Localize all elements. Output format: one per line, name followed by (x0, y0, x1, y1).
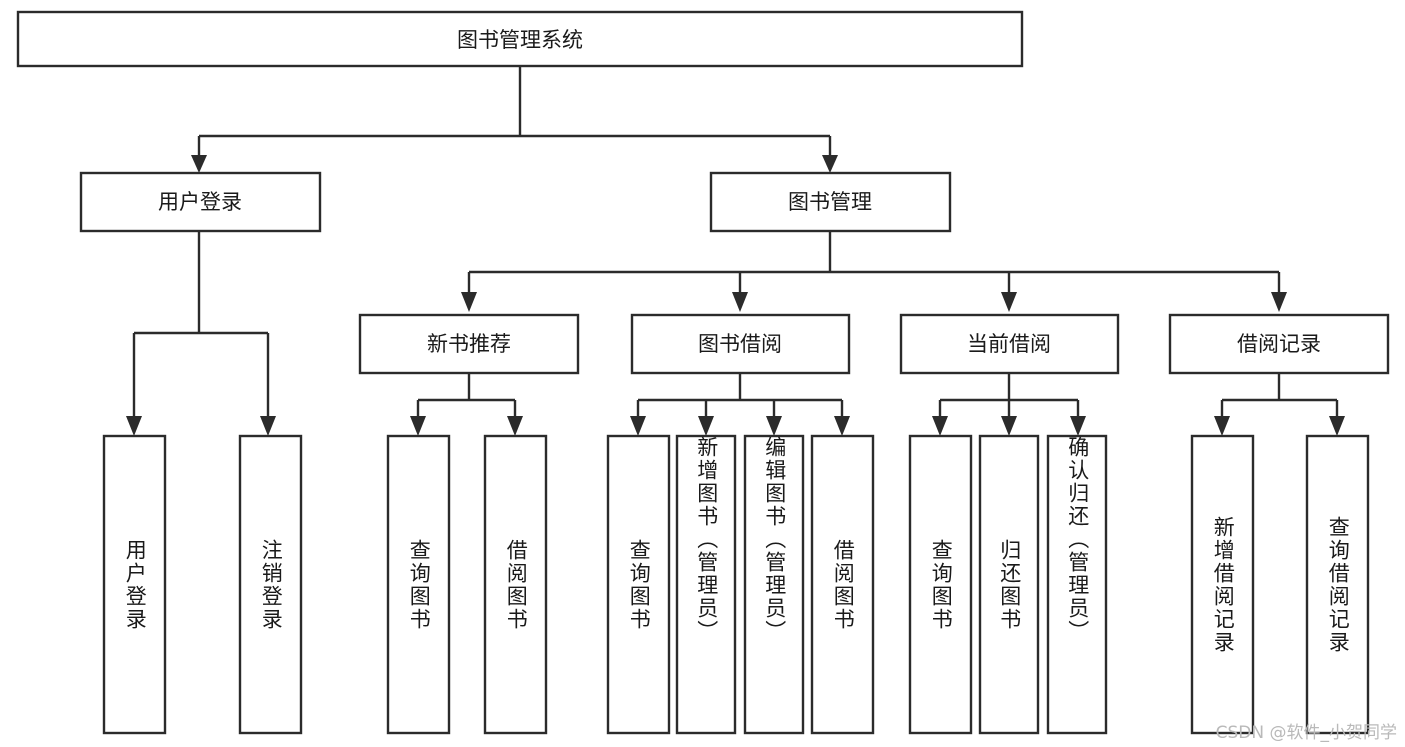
arrow-book-borrow-child-4 (834, 416, 850, 436)
node-new-book-recommend[interactable] (358, 313, 580, 375)
label-root: 图书管理系统 (457, 28, 583, 52)
arrow-to-book-manage (822, 155, 838, 173)
arrow-book-borrow-child-2 (698, 416, 714, 436)
label-user-login: 用户登录 (158, 190, 242, 214)
arrow-to-new-book (461, 292, 477, 312)
arrow-to-borrow-record (1271, 292, 1287, 312)
node-leaf-query-borrow-record[interactable] (1305, 434, 1370, 735)
arrow-user-login-child-1 (126, 416, 142, 436)
node-leaf-add-borrow-record[interactable] (1190, 434, 1255, 735)
node-leaf-borrow-book-1[interactable] (483, 434, 548, 735)
arrow-current-borrow-child-1 (932, 416, 948, 436)
node-book-borrow[interactable] (630, 313, 851, 375)
node-leaf-query-book-2[interactable] (606, 434, 671, 735)
arrow-current-borrow-child-2 (1001, 416, 1017, 436)
arrow-to-book-borrow (732, 292, 748, 312)
label-new-book-recommend: 新书推荐 (427, 332, 511, 356)
node-leaf-confirm-return-admin[interactable] (1046, 434, 1108, 735)
node-current-borrow[interactable] (899, 313, 1120, 375)
label-borrow-record: 借阅记录 (1237, 332, 1321, 356)
arrow-user-login-child-2 (260, 416, 276, 436)
node-borrow-record[interactable] (1168, 313, 1390, 375)
node-root-book-management-system[interactable] (16, 10, 1024, 68)
label-book-management: 图书管理 (788, 190, 872, 214)
node-leaf-borrow-book-2[interactable] (810, 434, 875, 735)
arrow-book-borrow-child-1 (630, 416, 646, 436)
node-leaf-logout[interactable] (238, 434, 303, 735)
node-leaf-return-book[interactable] (978, 434, 1040, 735)
arrow-to-current-borrow (1001, 292, 1017, 312)
label-book-borrow: 图书借阅 (698, 332, 782, 356)
node-leaf-user-login[interactable] (102, 434, 167, 735)
arrow-current-borrow-child-3 (1070, 416, 1086, 436)
connector-layer (126, 66, 1345, 436)
node-user-login[interactable] (79, 171, 322, 233)
node-leaf-query-book-1[interactable] (386, 434, 451, 735)
csdn-watermark: CSDN @软件_小贺同学 (1215, 723, 1397, 743)
arrow-new-book-child-2 (507, 416, 523, 436)
node-layer (16, 10, 1390, 735)
label-current-borrow: 当前借阅 (967, 332, 1051, 356)
arrow-book-borrow-child-3 (766, 416, 782, 436)
arrow-to-user-login (191, 155, 207, 173)
arrow-borrow-record-child-1 (1214, 416, 1230, 436)
node-leaf-edit-book-admin[interactable] (743, 434, 805, 735)
arrow-borrow-record-child-2 (1329, 416, 1345, 436)
arrow-new-book-child-1 (410, 416, 426, 436)
label-layer: 图书管理系统 用户登录 图书管理 新书推荐 图书借阅 当前借阅 借阅记录 (158, 28, 1321, 356)
node-leaf-add-book-admin[interactable] (675, 434, 737, 735)
node-book-management[interactable] (709, 171, 952, 233)
node-leaf-query-book-3[interactable] (908, 434, 973, 735)
